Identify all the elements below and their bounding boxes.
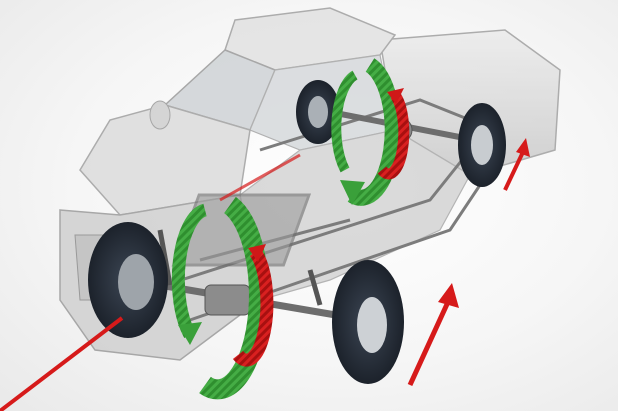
wheel-front-left bbox=[88, 222, 168, 338]
red-force-arrow-icon bbox=[503, 138, 530, 191]
wheel-front-right bbox=[332, 260, 404, 384]
red-force-arrow-icon bbox=[407, 283, 459, 387]
side-mirror bbox=[149, 100, 171, 130]
red-force-arrow-icon bbox=[0, 316, 124, 411]
wheel-rear-right bbox=[458, 103, 506, 187]
chassis-frame bbox=[149, 98, 492, 322]
wheel-rear-left bbox=[296, 80, 340, 144]
green-rotation-arrow-icon bbox=[171, 196, 269, 400]
red-rotation-arrow-icon bbox=[232, 244, 274, 367]
green-rotation-arrow-icon bbox=[331, 58, 401, 206]
red-rotation-arrow-icon bbox=[377, 88, 410, 180]
red-force-arrow-icon bbox=[219, 153, 301, 202]
